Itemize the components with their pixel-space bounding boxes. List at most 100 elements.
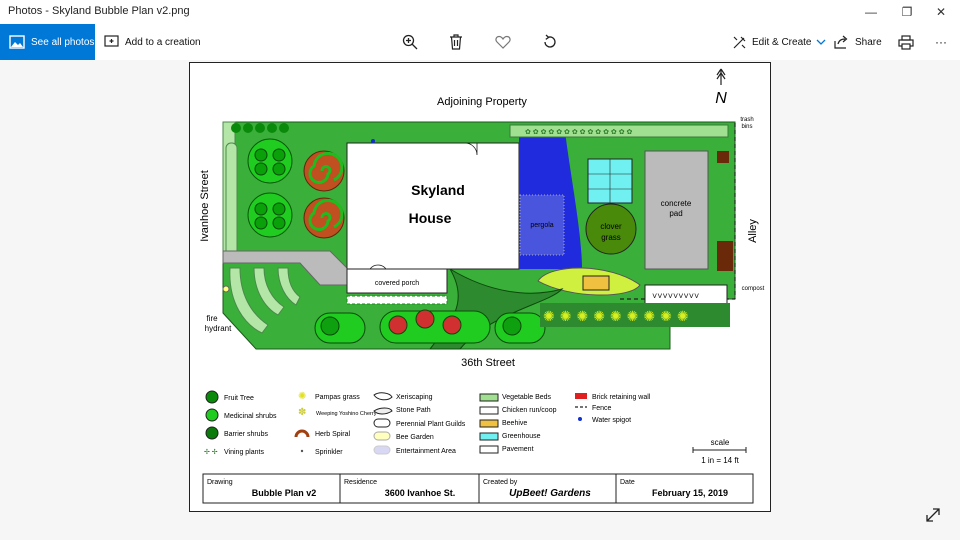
legend-vegetable-beds: Vegetable Beds [502, 394, 552, 401]
legend-weeping-cherry: Weeping Yoshino Cherry [316, 411, 377, 417]
print-button[interactable] [896, 32, 916, 52]
covered-porch [346, 268, 448, 294]
legend-pavement: Pavement [502, 446, 534, 453]
trash-icon [450, 34, 462, 50]
edit-create-button[interactable]: Edit & Create [732, 24, 826, 60]
share-icon [834, 35, 848, 49]
expand-icon [926, 508, 940, 522]
vegetable-beds-top: ✿ ✿ ✿ ✿ ✿ ✿ ✿ ✿ ✿ ✿ ✿ ✿ ✿ ✿ [509, 124, 729, 138]
window-title: Photos - Skyland Bubble Plan v2.png [8, 5, 190, 17]
barrier-shrub-icon [205, 426, 219, 440]
pampas-grass-icon: ✺ [298, 391, 306, 402]
favorite-button[interactable] [493, 32, 513, 52]
title-bar: Photos - Skyland Bubble Plan v2.png — ❐ … [0, 0, 960, 24]
see-all-photos-label: See all photos [31, 36, 95, 48]
bee-garden-icon [373, 431, 391, 441]
legend-stone-path: Stone Path [396, 407, 431, 414]
legend-water-spigot: Water spigot [592, 417, 631, 424]
legend-xeriscaping: Xeriscaping [396, 394, 433, 401]
compost-bin [717, 241, 733, 271]
perennial-guilds [314, 309, 546, 344]
zoom-button[interactable] [400, 32, 420, 52]
add-to-creation-label: Add to a creation [125, 36, 201, 48]
add-to-creation-button[interactable]: Add to a creation [104, 24, 201, 60]
created-value: UpBeet! Gardens [509, 488, 591, 499]
vining-plant-icon: ✢ ✢ [204, 448, 218, 456]
chevron-down-icon [817, 39, 826, 45]
guild-icon [373, 418, 391, 428]
greenhouse-icon [479, 432, 499, 441]
pergola-label: pergola [530, 222, 553, 229]
rotate-icon [544, 34, 556, 48]
legend: Fruit Tree Medicinal shrubs Barrier shru… [204, 390, 747, 465]
adjoining-property-label: Adjoining Property [437, 96, 527, 108]
edit-icon [733, 36, 746, 48]
see-all-photos-button[interactable]: See all photos [0, 24, 95, 60]
close-button[interactable]: ✕ [935, 5, 947, 19]
pavement-icon [479, 445, 499, 454]
legend-pampas-grass: Pampas grass [315, 394, 360, 401]
zoom-in-icon [402, 34, 418, 50]
xeriscaping-icon [373, 392, 393, 401]
legend-bee-garden: Bee Garden [396, 434, 434, 441]
plan-document: N Adjoining Property Ivanhoe Street Alle… [189, 62, 771, 512]
delete-button[interactable] [446, 32, 466, 52]
printer-icon [898, 34, 914, 50]
full-screen-button[interactable] [924, 506, 942, 524]
trash-label-2: bins [741, 124, 752, 130]
ivanhoe-street-label: Ivanhoe Street [199, 170, 211, 242]
edit-create-label: Edit & Create [752, 36, 812, 48]
fire-hydrant-label-1: fire [206, 314, 218, 323]
house-label-1: Skyland [411, 182, 465, 198]
bee-garden-row [346, 295, 448, 305]
stone-path-icon [373, 407, 393, 415]
water-spigot-icon [371, 139, 375, 143]
clover-label-2: grass [601, 233, 621, 242]
vining-beds [229, 267, 301, 334]
bubble-plan-drawing: N Adjoining Property Ivanhoe Street Alle… [199, 68, 765, 504]
beehive-legend-icon [479, 419, 499, 428]
legend-sprinkler: Sprinkler [315, 449, 343, 456]
minimize-button[interactable]: — [865, 5, 877, 19]
chicken-run-icon [479, 406, 499, 415]
residence-value: 3600 Ivanhoe St. [385, 488, 456, 498]
scale-bar [692, 447, 747, 453]
trash-label-1: trash [740, 117, 753, 123]
concrete-label-2: pad [669, 209, 682, 218]
maximize-button[interactable]: ❐ [901, 5, 913, 19]
rotate-button[interactable] [540, 32, 560, 52]
legend-perennial-guilds: Perennial Plant Guilds [396, 421, 466, 428]
front-walk [222, 250, 348, 286]
legend-entertainment: Entertainment Area [396, 448, 456, 455]
share-label: Share [855, 36, 882, 48]
svg-text:✿ ✿ ✿ ✿ ✿ ✿ ✿ ✿ ✿ ✿ ✿ ✿ ✿ ✿: ✿ ✿ ✿ ✿ ✿ ✿ ✿ ✿ ✿ ✿ ✿ ✿ ✿ ✿ [525, 129, 633, 136]
toolbar: See all photos Add to a creation Edit & … [0, 24, 960, 60]
barrier-shrub-row [231, 123, 289, 133]
legend-greenhouse: Greenhouse [502, 433, 541, 440]
fruit-tree-group [247, 138, 293, 238]
more-options-button[interactable]: ··· [935, 35, 947, 49]
legend-herb-spiral: Herb Spiral [315, 431, 350, 438]
sprinkler-icon [300, 449, 304, 453]
legend-beehive: Beehive [502, 420, 527, 427]
legend-fence: Fence [592, 405, 612, 412]
covered-porch-label: covered porch [375, 280, 419, 287]
clover-label-1: clover [600, 222, 622, 231]
share-button[interactable]: Share [834, 24, 882, 60]
north-label: N [715, 90, 727, 107]
pergola [519, 194, 565, 256]
title-block: Drawing Bubble Plan v2 Residence 3600 Iv… [202, 473, 754, 504]
svg-text:✺✺✺✺✺✺✺✺✺: ✺✺✺✺✺✺✺✺✺ [543, 308, 694, 324]
date-label: Date [620, 479, 635, 486]
entertainment-icon [373, 445, 391, 455]
brick-wall-icon [575, 393, 587, 399]
drawing-value: Bubble Plan v2 [252, 488, 317, 498]
medicinal-shrub-icon [205, 408, 219, 422]
cherry-tree-icon: ✽ [298, 407, 306, 418]
legend-medicinal-shrubs: Medicinal shrubs [224, 413, 277, 420]
add-creation-icon [104, 35, 119, 47]
legend-chicken-run: Chicken run/coop [502, 407, 557, 414]
pampas-grass-row: ✺✺✺✺✺✺✺✺✺ [540, 303, 730, 327]
legend-fruit-tree: Fruit Tree [224, 395, 254, 402]
vegetable-bed-icon [479, 393, 499, 402]
